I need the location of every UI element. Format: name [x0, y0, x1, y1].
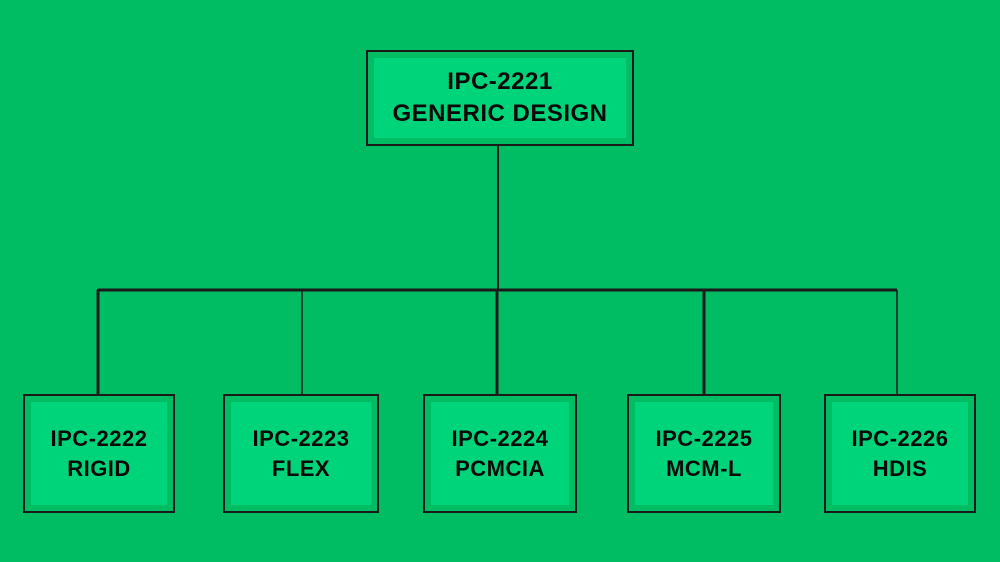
node-inner: IPC-2221 GENERIC DESIGN — [374, 58, 626, 138]
node-code: IPC-2226 — [851, 425, 949, 451]
node-code: IPC-2221 — [447, 67, 553, 95]
node-code: IPC-2224 — [451, 425, 549, 451]
node-label: FLEX — [271, 455, 331, 481]
node-ipc-2226-hdis: IPC-2226 HDIS — [824, 394, 976, 513]
node-inner: IPC-2222 RIGID — [31, 402, 167, 505]
node-ipc-2223-flex: IPC-2223 FLEX — [223, 394, 379, 513]
node-label: RIGID — [67, 455, 131, 481]
node-code: IPC-2222 — [50, 425, 148, 451]
node-label: MCM-L — [666, 455, 742, 481]
node-inner: IPC-2224 PCMCIA — [431, 402, 569, 505]
node-ipc-2221-generic-design: IPC-2221 GENERIC DESIGN — [366, 50, 634, 146]
node-label: GENERIC DESIGN — [392, 100, 608, 127]
node-inner: IPC-2226 HDIS — [832, 402, 968, 505]
node-inner: IPC-2225 MCM-L — [635, 402, 773, 505]
node-code: IPC-2225 — [655, 425, 753, 451]
node-ipc-2222-rigid: IPC-2222 RIGID — [23, 394, 175, 513]
node-inner: IPC-2223 FLEX — [231, 402, 371, 505]
node-label: HDIS — [872, 455, 928, 481]
node-ipc-2225-mcm-l: IPC-2225 MCM-L — [627, 394, 781, 513]
node-label: PCMCIA — [455, 455, 545, 481]
node-ipc-2224-pcmcia: IPC-2224 PCMCIA — [423, 394, 577, 513]
node-code: IPC-2223 — [252, 425, 350, 451]
